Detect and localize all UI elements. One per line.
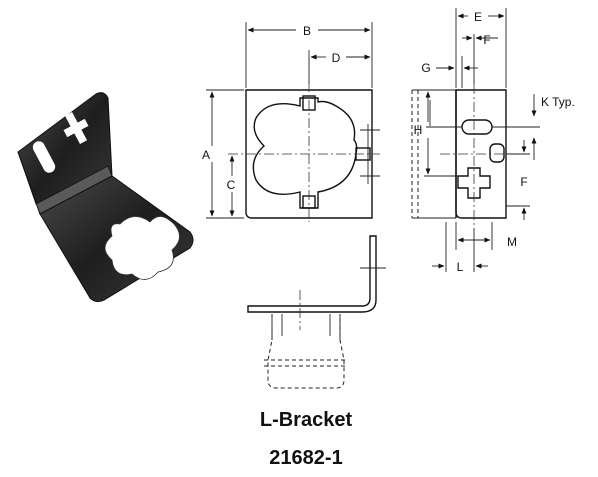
side-view <box>411 84 520 226</box>
caption-part-number: 21682-1 <box>269 447 342 469</box>
dimension-k: K Typ. <box>492 94 575 160</box>
dimension-h: H <box>414 91 460 177</box>
label-g: G <box>421 61 430 75</box>
dimension-l: L <box>432 222 488 274</box>
dimension-g: G <box>421 56 478 88</box>
dimension-m: M <box>455 222 517 250</box>
label-m: M <box>507 235 517 249</box>
bracket-photo <box>17 92 194 303</box>
dimension-c: C <box>227 155 236 217</box>
label-f-side: F <box>520 175 527 189</box>
dimension-f-top: F <box>462 33 498 84</box>
label-a: A <box>202 148 210 162</box>
front-view <box>228 82 380 222</box>
label-f-top: F <box>483 33 490 47</box>
label-c: C <box>227 178 236 192</box>
label-d: D <box>332 51 341 65</box>
label-b: B <box>303 24 311 38</box>
dimension-b: B <box>245 22 373 88</box>
label-e: E <box>474 10 482 24</box>
dimension-slot-offset <box>426 100 462 128</box>
label-l: L <box>457 260 464 274</box>
bottom-view <box>247 235 386 389</box>
label-h: H <box>414 123 423 137</box>
dimension-e: E <box>455 8 507 88</box>
dimension-a: A <box>202 89 244 219</box>
dimension-d: D <box>308 50 371 84</box>
caption-title: L-Bracket <box>260 409 353 431</box>
label-k: K Typ. <box>541 95 575 109</box>
dimension-f-side: F <box>506 140 530 220</box>
